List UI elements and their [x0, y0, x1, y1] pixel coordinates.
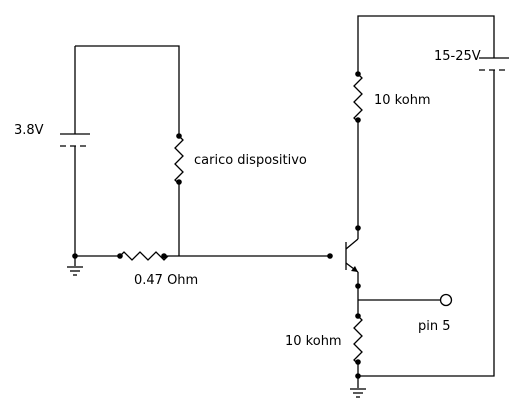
- load-label: carico dispositivo: [194, 153, 307, 168]
- collector-resistor-label: 10 kohm: [374, 93, 431, 108]
- right-loop-wires: [357, 15, 495, 388]
- shunt-terminal-right: [161, 253, 167, 259]
- collector-resistor-zigzag: [353, 73, 363, 123]
- npn-transistor: [327, 225, 361, 289]
- emitter-resistor-label: 10 kohm: [285, 334, 342, 349]
- junction-ground-right: [355, 373, 361, 379]
- load-resistor-terminal-top: [176, 133, 182, 139]
- load-resistor-terminal-bottom: [176, 179, 182, 185]
- load-resistor-zigzag: [174, 135, 184, 185]
- battery-left: [60, 133, 90, 147]
- base-terminal: [327, 253, 333, 259]
- output-pin-circle: [439, 293, 453, 307]
- output-label: pin 5: [418, 319, 451, 334]
- top-wire-left: [75, 45, 180, 134]
- top-wire-right: [357, 15, 495, 74]
- battery-right-label: 15-25V: [434, 49, 481, 64]
- shunt-terminal-left: [117, 253, 123, 259]
- battery-left-label: 3.8V: [14, 123, 44, 138]
- shunt-resistor: [117, 251, 169, 261]
- emitter-resistor-terminal-top: [355, 313, 361, 319]
- shunt-label: 0.47 Ohm: [134, 273, 198, 288]
- left-loop-wires: [74, 45, 330, 266]
- collector-resistor-terminal-bottom: [355, 117, 361, 123]
- battery-right-return-wire: [358, 70, 495, 377]
- junction-left-bottom: [72, 253, 78, 259]
- shunt-resistor-zigzag: [119, 251, 169, 261]
- emitter-resistor: [353, 313, 363, 365]
- ground-right: [350, 388, 366, 398]
- battery-right: [479, 57, 509, 71]
- ground-left: [67, 266, 83, 276]
- transistor-emitter-arrow: [351, 266, 358, 272]
- collector-resistor: [353, 71, 363, 123]
- load-resistor: [174, 133, 184, 185]
- transistor-collector-leg: [345, 238, 359, 250]
- emitter-resistor-zigzag: [353, 315, 363, 365]
- emitter-resistor-terminal-bottom: [355, 359, 361, 365]
- collector-resistor-terminal-top: [355, 71, 361, 77]
